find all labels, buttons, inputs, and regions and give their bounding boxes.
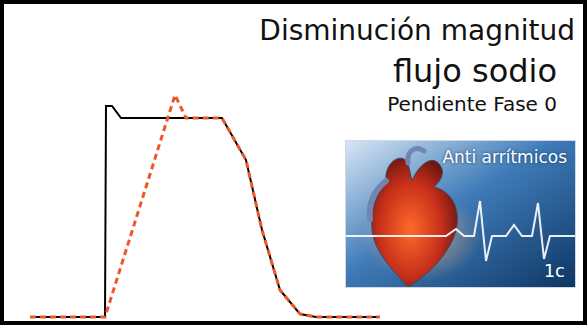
drug-action-potential: [30, 95, 380, 317]
inset-image: Anti arrítmicos 1c: [345, 140, 576, 288]
heading-text: flujo sodio: [393, 52, 557, 90]
heading-text: Disminución magnitud: [259, 14, 575, 47]
heading-text: Pendiente Fase 0: [387, 92, 557, 116]
normal-action-potential: [30, 106, 378, 317]
inset-title: Anti arrítmicos: [442, 147, 567, 167]
class-number: 1c: [544, 260, 565, 281]
